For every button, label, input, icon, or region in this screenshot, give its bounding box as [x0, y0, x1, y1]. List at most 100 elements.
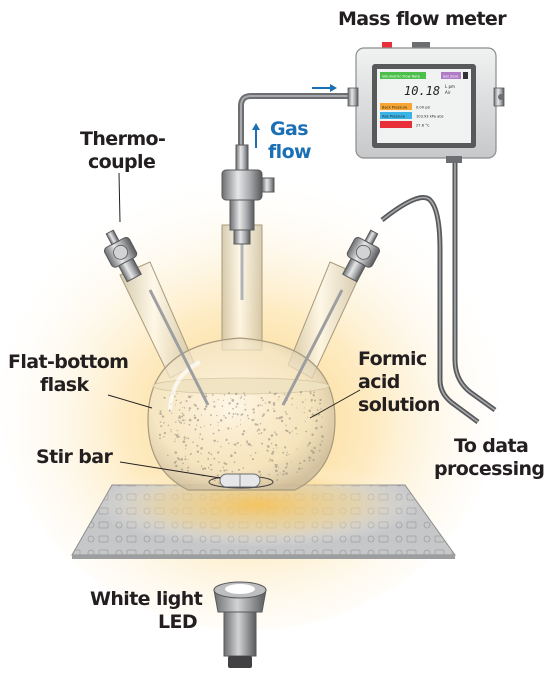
bubble [159, 421, 162, 423]
thermocouple-left [103, 229, 142, 283]
bubble [234, 451, 237, 454]
bubble [183, 422, 185, 424]
stir-plate [71, 463, 456, 559]
bubble [240, 423, 242, 425]
bubble [277, 399, 279, 401]
bubble [239, 397, 242, 399]
bubble [230, 454, 233, 457]
bubble [163, 435, 165, 438]
bubble [200, 447, 203, 450]
bubble [167, 424, 170, 427]
pointer-lines [107, 172, 361, 479]
bubble [201, 438, 204, 441]
bubble [212, 432, 215, 435]
bubble [180, 422, 183, 424]
bubble [236, 413, 239, 416]
bubble [284, 466, 288, 469]
bubble [200, 414, 203, 416]
bubble [178, 435, 180, 438]
bubble [310, 457, 312, 459]
bubble [285, 454, 288, 456]
bubble [270, 442, 273, 445]
label-stir-bar: Stir bar [36, 446, 113, 468]
bubble [193, 403, 196, 406]
bubble [217, 421, 219, 424]
meter-row-1-label: Abs Pressure [382, 115, 406, 119]
bubble [222, 399, 225, 401]
label-led: LED [158, 611, 197, 633]
bubble [209, 463, 212, 466]
bubble [247, 417, 250, 420]
bubble [311, 433, 314, 436]
bubble [285, 413, 288, 415]
bubble [225, 469, 228, 472]
bubble [288, 417, 291, 420]
bubble [260, 397, 263, 399]
label-flow: flow [268, 141, 311, 163]
bubble [268, 473, 270, 476]
bubble [311, 413, 315, 416]
bubble [217, 399, 219, 401]
bubble [178, 420, 181, 423]
bubble [312, 451, 315, 454]
bubble [184, 458, 187, 461]
bubble [203, 407, 207, 411]
bubble [291, 430, 293, 432]
bubble [196, 450, 200, 453]
label-acid: acid [358, 371, 400, 393]
bubble [163, 421, 165, 424]
bubble [187, 459, 190, 461]
bubble [174, 433, 176, 436]
bubble [186, 469, 189, 472]
bubble [276, 392, 278, 394]
bubble [193, 414, 196, 417]
bubble [197, 460, 200, 463]
label-to-data: To data [454, 435, 528, 457]
meter-right-tab: Set Zero [443, 75, 458, 79]
bubble [167, 454, 169, 457]
bubble [174, 404, 177, 406]
bubble [191, 395, 193, 397]
bubble [308, 459, 311, 462]
bubble [246, 441, 248, 444]
bubble [159, 410, 162, 413]
bubble [228, 412, 231, 415]
bubble [163, 396, 166, 399]
bubble [234, 443, 237, 446]
bubble [223, 394, 225, 396]
bubble [174, 451, 178, 454]
bubble [180, 468, 184, 471]
bubble [296, 448, 298, 450]
bubble [213, 400, 215, 403]
bubble [303, 459, 306, 462]
bubble [243, 392, 245, 394]
bubble [268, 460, 270, 462]
bubble [217, 440, 219, 443]
bubble [246, 440, 248, 442]
bubble [282, 470, 285, 473]
bubble [303, 407, 305, 409]
bubble [199, 426, 202, 429]
bubble [256, 423, 259, 426]
bubble [240, 413, 243, 416]
bubble [238, 468, 241, 471]
bubble [179, 402, 182, 404]
bubble [220, 446, 222, 448]
bubble [268, 401, 271, 404]
bubble [176, 457, 180, 460]
bubble [192, 441, 194, 443]
bubble [321, 440, 323, 442]
bubble [320, 425, 323, 428]
bubble [179, 422, 181, 424]
bubble [280, 416, 283, 419]
bubble [199, 433, 202, 436]
flow-arrows [252, 84, 337, 148]
bubble [170, 431, 172, 433]
bubble [243, 398, 245, 400]
bubble [286, 451, 288, 453]
bubble [275, 417, 278, 420]
bubble [175, 460, 177, 463]
bubble [228, 392, 231, 395]
bubble [286, 465, 289, 467]
meter-row-0-label: Back Pressure [382, 106, 408, 110]
